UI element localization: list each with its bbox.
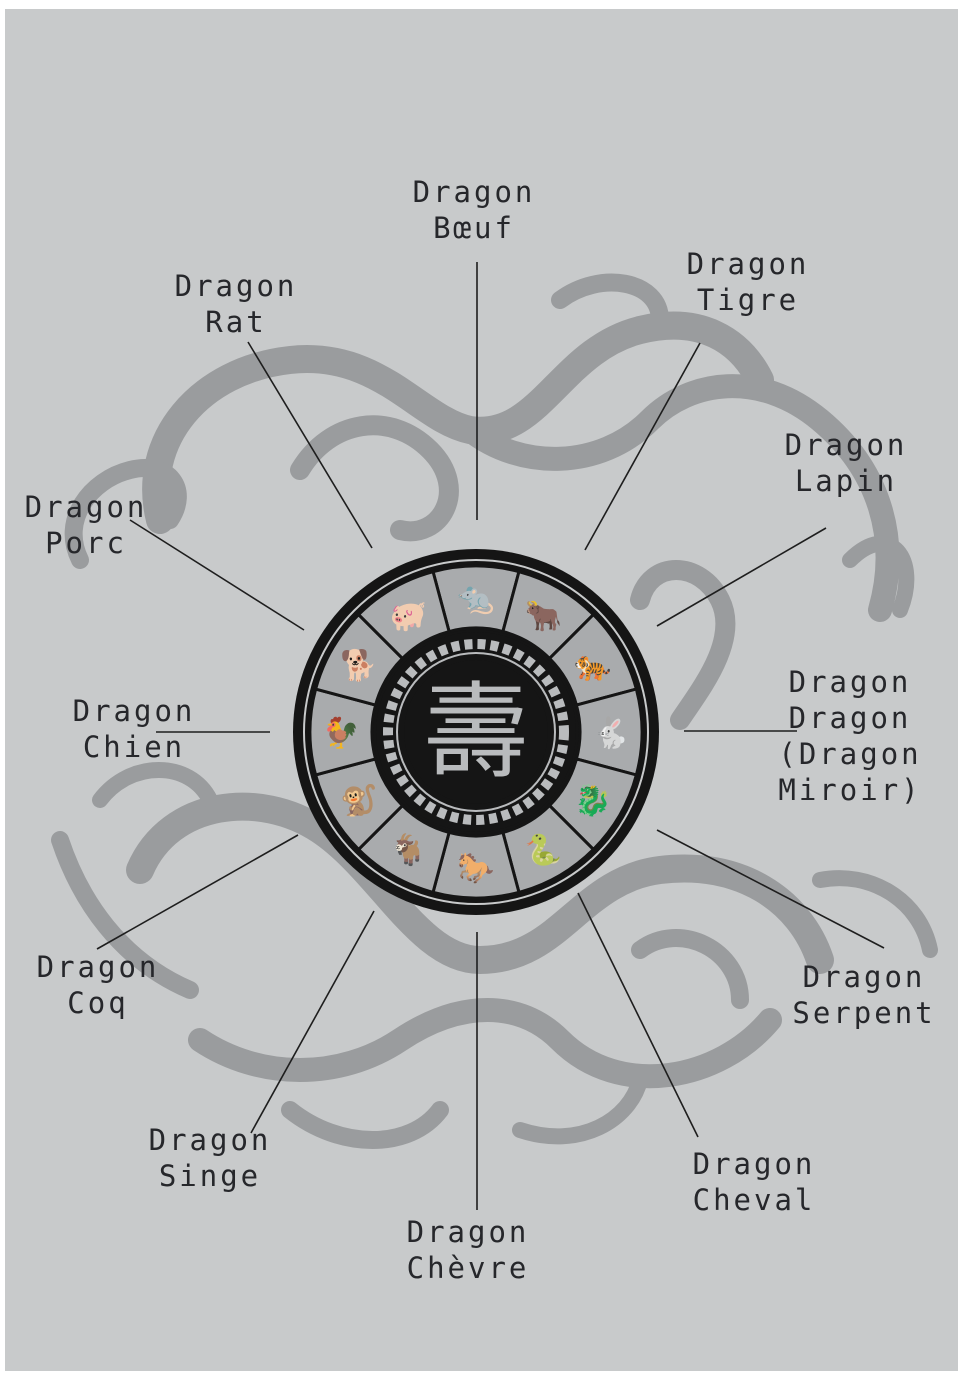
label-dragon-line: (Dragon bbox=[778, 736, 921, 772]
monkey-icon: 🐒 bbox=[340, 783, 377, 819]
label-coq-line: Dragon bbox=[37, 949, 160, 985]
label-chevre-line: Chèvre bbox=[407, 1250, 530, 1286]
dog-icon: 🐕 bbox=[340, 648, 377, 684]
label-lapin-line: Dragon bbox=[785, 427, 908, 463]
label-coq-line: Coq bbox=[37, 985, 160, 1021]
label-dragon-line: Dragon bbox=[778, 700, 921, 736]
label-singe-line: Dragon bbox=[149, 1122, 272, 1158]
leader-line-porc bbox=[130, 520, 304, 630]
ox-icon: 🐂 bbox=[525, 599, 562, 634]
label-tigre-line: Tigre bbox=[687, 282, 810, 318]
label-porc-line: Dragon bbox=[25, 489, 148, 525]
label-singe-line: Singe bbox=[149, 1158, 272, 1194]
tiger-icon: 🐅 bbox=[574, 649, 611, 684]
goat-icon: 🐐 bbox=[390, 832, 427, 868]
longevity-glyph: 壽 bbox=[424, 671, 528, 793]
leader-line-serpent bbox=[657, 830, 884, 948]
rabbit-icon: 🐇 bbox=[592, 715, 629, 751]
leader-line-singe bbox=[251, 911, 374, 1133]
rooster-icon: 🐓 bbox=[322, 715, 359, 751]
label-boeuf-line: Bœuf bbox=[413, 210, 536, 246]
label-chien-line: Dragon bbox=[73, 693, 196, 729]
label-cheval-line: Cheval bbox=[693, 1182, 816, 1218]
zodiac-wheel: 🐀 🐂 🐅 🐇 🐉 🐍 🐎 🐐 🐒 🐓 🐕 🐖 壽 bbox=[293, 549, 659, 915]
label-chevre-line: Dragon bbox=[407, 1214, 530, 1250]
leader-line-coq bbox=[97, 835, 298, 949]
pig-icon: 🐖 bbox=[390, 599, 427, 634]
label-lapin-line: Lapin bbox=[785, 463, 908, 499]
label-rat-line: Rat bbox=[175, 304, 298, 340]
label-serpent-line: Dragon bbox=[792, 959, 935, 995]
label-serpent-line: Serpent bbox=[792, 995, 935, 1031]
label-rat-line: Dragon bbox=[175, 268, 298, 304]
label-chien-line: Chien bbox=[73, 729, 196, 765]
label-tigre-line: Dragon bbox=[687, 246, 810, 282]
label-boeuf-line: Dragon bbox=[413, 174, 536, 210]
snake-icon: 🐍 bbox=[525, 832, 562, 868]
horse-icon: 🐎 bbox=[457, 851, 494, 886]
label-dragon-line: Dragon bbox=[778, 664, 921, 700]
label-porc-line: Porc bbox=[25, 525, 148, 561]
label-dragon-line: Miroir) bbox=[778, 772, 921, 808]
dragon-icon: 🐉 bbox=[574, 783, 611, 819]
label-cheval-line: Dragon bbox=[693, 1146, 816, 1182]
rat-icon: 🐀 bbox=[457, 581, 495, 616]
